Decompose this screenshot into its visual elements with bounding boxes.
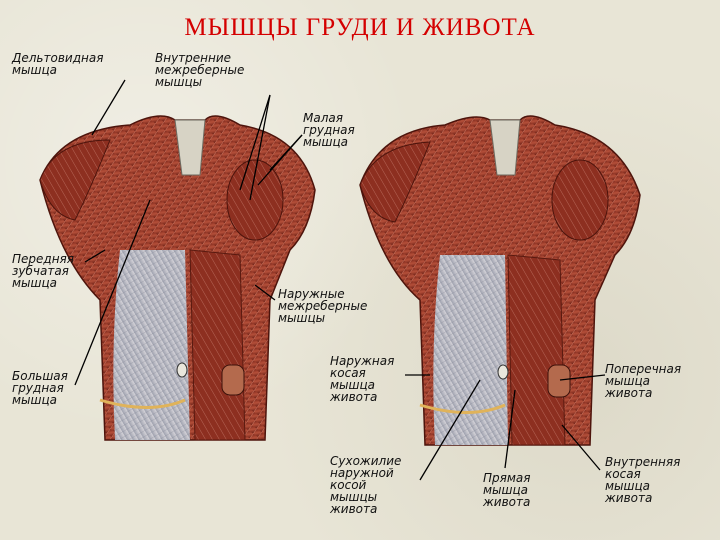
right-transversus-window: [547, 364, 571, 398]
label-serratus-anterior: Передняя зубчатая мышца: [12, 252, 74, 290]
page-title: МЫШЦЫ ГРУДИ И ЖИВОТА: [184, 14, 536, 41]
left-inguinal: [99, 398, 186, 409]
label-internal-intercostal: Внутренние межреберные мышцы: [155, 51, 245, 89]
left-torso: [39, 115, 316, 441]
label-transversus-abdominis: Поперечная мышца живота: [605, 362, 682, 400]
label-deltoid: Дельтовидная мышца: [12, 51, 104, 77]
left-pec-minor: [226, 159, 284, 241]
right-rectus: [507, 254, 566, 446]
leader-pec-minor-2: [269, 134, 303, 171]
left-rectus: [189, 249, 246, 441]
leader-transversus: [559, 374, 606, 381]
right-torso: [359, 115, 641, 446]
leader-pec-major: [74, 199, 151, 386]
label-external-intercostal: Наружные межреберные мышцы: [278, 287, 368, 325]
leader-external-intercostal: [254, 284, 276, 301]
left-transversus-window: [221, 364, 245, 396]
leader-deltoid: [91, 79, 126, 136]
leader-lines: [74, 79, 606, 481]
label-pectoralis-minor: Малая грудная мышца: [303, 111, 355, 149]
leader-internal-intercostal-2: [249, 94, 271, 201]
label-external-oblique-aponeurosis: Сухожилие наружной косой мышцы живота: [330, 454, 402, 516]
label-internal-oblique: Внутренняя косая мышца живота: [605, 455, 681, 505]
leader-serratus: [84, 249, 106, 263]
right-pec-minor: [551, 159, 609, 241]
right-neck: [489, 119, 521, 176]
leader-internal-intercostal-1: [239, 94, 271, 191]
left-neck: [174, 119, 206, 176]
right-linea-alba-tendon: [433, 255, 508, 445]
right-deltoid: [359, 141, 431, 223]
leader-rectus: [504, 389, 516, 469]
left-navel: [176, 362, 188, 378]
leader-aponeurosis: [419, 379, 481, 481]
leader-internal-oblique: [561, 424, 601, 471]
left-linea-alba-tendon: [113, 250, 190, 440]
label-rectus-abdominis: Прямая мышца живота: [483, 471, 531, 509]
right-inguinal: [419, 403, 506, 414]
label-external-oblique: Наружная косая мышца живота: [330, 354, 395, 404]
label-pectoralis-major: Большая грудная мышца: [12, 369, 68, 407]
right-navel: [497, 364, 509, 380]
left-deltoid: [39, 139, 111, 221]
